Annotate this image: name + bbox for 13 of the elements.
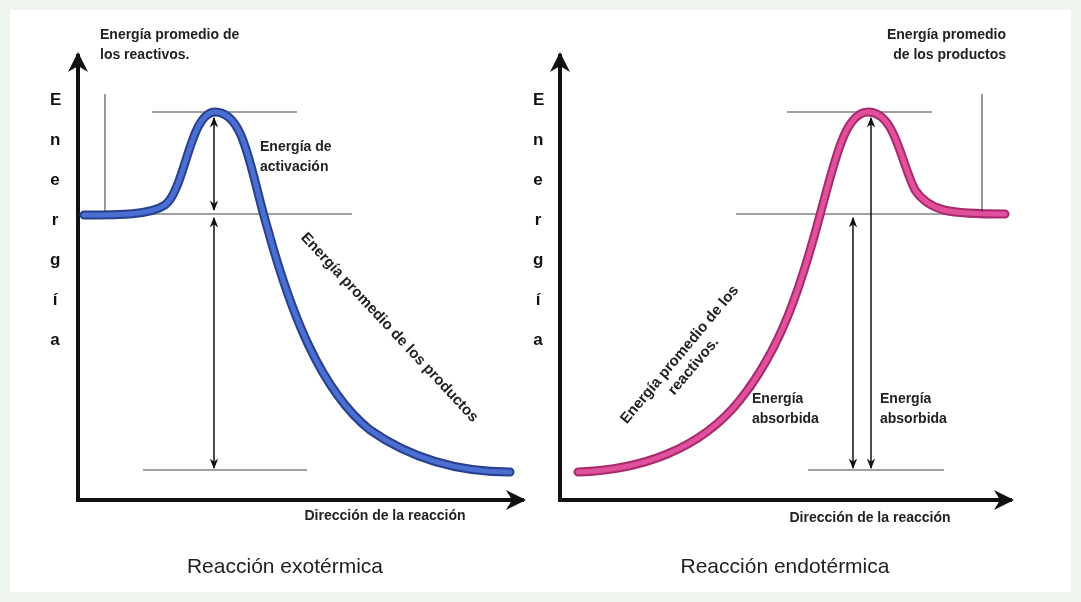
axis-title: Energía	[50, 89, 60, 351]
chart-caption: Reacción endotérmica	[679, 553, 891, 579]
callout-label: Energía promedio de los reactivos.	[100, 24, 240, 94]
axis-title: Dirección de la reacción	[303, 506, 467, 525]
axis-title: Energía	[533, 89, 543, 351]
axis-title: Dirección de la reacción	[788, 508, 952, 527]
chart-caption: Reacción exotérmica	[185, 553, 385, 579]
callout-label: Energía promedio de los productos	[880, 24, 1006, 94]
energy-label: Energía absorbida	[880, 389, 948, 428]
activation-energy-label: Energía de activación	[260, 137, 333, 176]
leader-line	[981, 93, 983, 213]
energy-label: Energía absorbida	[752, 389, 820, 428]
leader-line	[104, 93, 106, 213]
